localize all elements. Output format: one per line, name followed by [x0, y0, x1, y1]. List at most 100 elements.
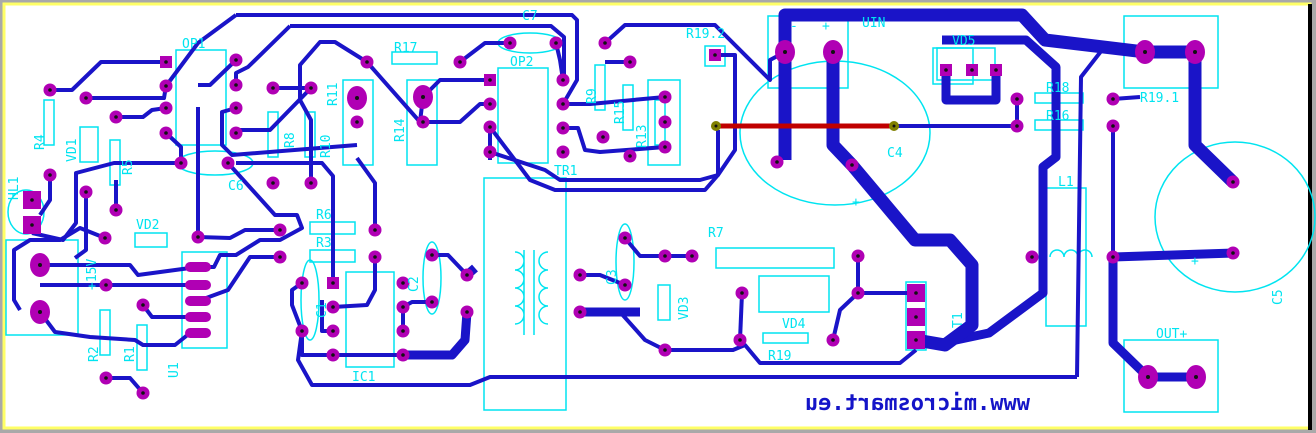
- pad-hole: [663, 254, 667, 258]
- component-outline: [657, 284, 671, 321]
- pad-hole: [1193, 50, 1197, 54]
- pad-hole: [421, 95, 425, 99]
- label-op1: OP1: [182, 37, 205, 52]
- pad-hole: [465, 273, 469, 277]
- capacitor-outline: [422, 241, 442, 315]
- component-outline: [715, 247, 835, 269]
- pad-hole: [663, 348, 667, 352]
- pad-hole: [164, 106, 168, 110]
- component-outline: [647, 79, 681, 166]
- component-outline: [1123, 339, 1219, 413]
- copper-trace: [831, 291, 860, 341]
- pad-hole: [856, 254, 860, 258]
- pad-hole: [271, 86, 275, 90]
- pad-hole: [355, 96, 359, 100]
- label-c5: C5: [1271, 289, 1286, 305]
- pad-hole: [104, 376, 108, 380]
- copper-trace: [164, 13, 238, 88]
- pad-hole: [141, 303, 145, 307]
- pad-hole: [1146, 375, 1150, 379]
- capacitor-outline: [615, 223, 635, 301]
- label-r8: R8: [283, 132, 298, 148]
- component-outline: [345, 271, 395, 368]
- pad-hole: [554, 41, 558, 45]
- label-uin-plus: +: [822, 19, 830, 34]
- component-outline: [758, 275, 830, 313]
- label-vd5: VD5: [952, 34, 975, 49]
- pad-hole: [1111, 124, 1115, 128]
- copper-trace: [1075, 48, 1104, 378]
- copper-trace-wide: [941, 70, 1001, 105]
- pad-hole: [663, 95, 667, 99]
- component-outline: [99, 309, 111, 356]
- pad-hole: [114, 115, 118, 119]
- label-r9: R9: [585, 88, 600, 104]
- pad-hole: [488, 125, 492, 129]
- pad-hole: [628, 154, 632, 158]
- pad-hole: [234, 131, 238, 135]
- copper-trace: [563, 126, 666, 154]
- label-uin: UIN: [862, 16, 885, 31]
- via-hole: [714, 124, 718, 128]
- pad-hole: [944, 68, 948, 72]
- pad-hole: [141, 391, 145, 395]
- pad-hole: [164, 131, 168, 135]
- pad-layer: [23, 36, 1240, 400]
- pad-hole: [48, 88, 52, 92]
- copper-trace: [458, 41, 510, 64]
- copper-trace: [50, 60, 166, 92]
- label-vd2: VD2: [136, 218, 159, 233]
- pad-hole: [1111, 255, 1115, 259]
- component-outline: [43, 99, 55, 146]
- capacitor-outline: [300, 259, 320, 341]
- pad-hole: [914, 338, 918, 342]
- label-15v: +15V: [85, 259, 100, 290]
- pad-hole: [401, 305, 405, 309]
- component-outline: [79, 126, 99, 163]
- pad-hole: [48, 173, 52, 177]
- label-l1: L1: [1058, 175, 1074, 190]
- component-labels: HL1 R4 VD1 R5 VD2 OP1 C6 R8 R10 R11 R17 …: [7, 9, 1286, 385]
- copper-trace: [12, 226, 106, 312]
- component-outline: [483, 177, 567, 411]
- pad-hole: [488, 150, 492, 154]
- pad-hole: [561, 78, 565, 82]
- pad-hole: [994, 68, 998, 72]
- pad-hole: [1015, 124, 1019, 128]
- label-r13: R13: [635, 125, 650, 148]
- label-r1: R1: [123, 346, 138, 362]
- copper-trace: [38, 175, 52, 217]
- label-r15: R15: [613, 101, 628, 124]
- copper-trace: [106, 376, 145, 395]
- component-outline: [342, 79, 374, 166]
- transformer-symbol: [514, 250, 549, 335]
- pad-hole: [578, 310, 582, 314]
- pad-hole: [38, 310, 42, 314]
- pad-hole: [601, 135, 605, 139]
- pad-hole: [331, 353, 335, 357]
- pad-hole: [1015, 97, 1019, 101]
- label-r2: R2: [87, 346, 102, 362]
- pad-hole: [421, 120, 425, 124]
- copper-trace-wide: [403, 311, 472, 360]
- label-uin-minus: -: [790, 19, 798, 34]
- component-outline: [134, 232, 168, 248]
- pad-hole: [663, 120, 667, 124]
- label-r6: R6: [316, 208, 332, 223]
- label-c2: C2: [407, 276, 422, 292]
- pad-hole: [373, 228, 377, 232]
- pad-hole: [365, 60, 369, 64]
- pad-hole: [831, 338, 835, 342]
- label-r18: R18: [1046, 81, 1069, 96]
- label-c1: C1: [315, 302, 330, 318]
- pad-hole: [331, 305, 335, 309]
- copper-trace: [580, 310, 918, 365]
- pad-hole: [373, 255, 377, 259]
- pad-hole: [278, 228, 282, 232]
- pad-hole: [465, 310, 469, 314]
- pad-hole: [775, 160, 779, 164]
- pad-hole: [628, 60, 632, 64]
- pad-hole: [690, 254, 694, 258]
- pad-hole: [38, 263, 42, 267]
